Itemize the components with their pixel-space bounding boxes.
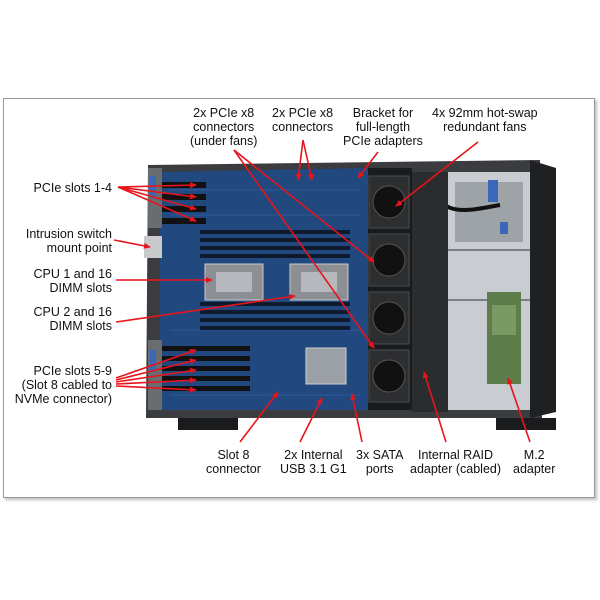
blue-tab	[488, 180, 498, 202]
label-slot-8-connector: Slot 8 connector	[206, 448, 261, 476]
label-cpu-1: CPU 1 and 16 DIMM slots	[33, 267, 112, 295]
label-intrusion-switch: Intrusion switch mount point	[25, 227, 112, 255]
partition	[412, 172, 448, 412]
foot-right	[496, 418, 556, 430]
blue-tab	[500, 222, 508, 234]
label-pcie-slots-5-9: PCIe slots 5-9 (Slot 8 cabled to NVMe co…	[14, 364, 112, 406]
label-pcie-slots-1-4: PCIe slots 1-4	[33, 181, 112, 195]
label-m2-adapter: M.2 adapter	[513, 448, 556, 476]
m2-module	[492, 305, 516, 335]
pch-heatsink	[305, 347, 347, 385]
label-internal-raid: Internal RAID adapter (cabled)	[410, 448, 502, 476]
cpu-1-heatsink	[216, 272, 252, 292]
cpu-2-heatsink	[301, 272, 337, 292]
label-bracket: Bracket for full-length PCIe adapters	[343, 106, 423, 148]
blue-tab	[150, 350, 156, 372]
label-cpu-2: CPU 2 and 16 DIMM slots	[33, 305, 112, 333]
foot-left	[178, 418, 238, 430]
label-pcie-x8-under-fans: 2x PCIe x8 connectors (under fans)	[190, 106, 258, 148]
front-panel	[530, 160, 556, 418]
label-fans: 4x 92mm hot-swap redundant fans	[432, 106, 538, 134]
intrusion-mount	[144, 236, 162, 258]
label-internal-usb: 2x Internal USB 3.1 G1	[280, 448, 347, 476]
label-sata-ports: 3x SATA ports	[356, 448, 404, 476]
label-pcie-x8: 2x PCIe x8 connectors	[272, 106, 334, 134]
blue-tab	[150, 176, 156, 198]
pcie-slots-5-9	[160, 346, 250, 391]
